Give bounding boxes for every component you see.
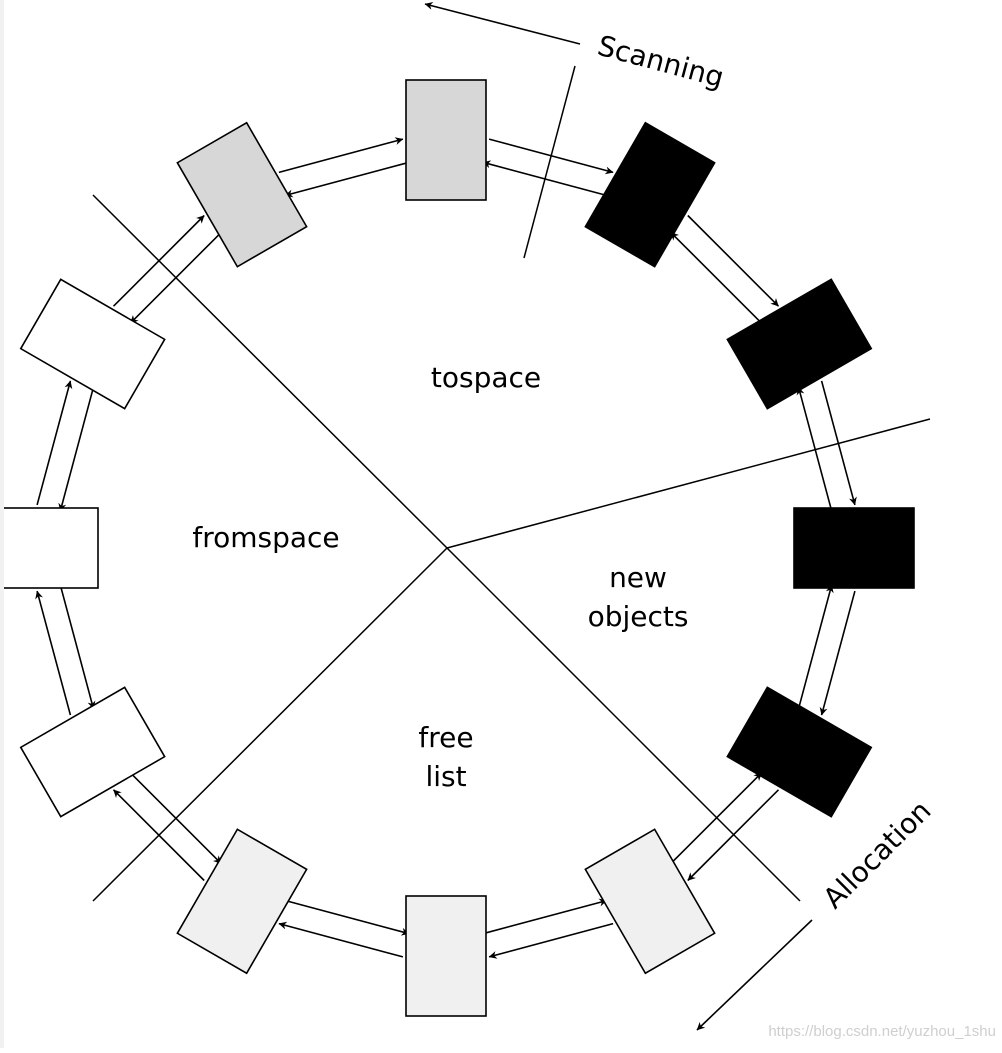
link-arrow-forward [35, 590, 72, 716]
tospace-label: tospace [431, 361, 541, 394]
block-free-1 [584, 828, 716, 975]
new-objects-label-line2: objects [588, 600, 689, 633]
block-new-2 [726, 278, 873, 410]
watermark-text: https://blog.csdn.net/yuzhou_1shu [768, 1023, 996, 1040]
block-free-3 [176, 828, 308, 975]
link-arrow-forward [488, 922, 614, 959]
link-arrow-backward [59, 584, 96, 710]
link-arrow-forward [820, 380, 857, 506]
free-list-label-line2: list [425, 760, 466, 793]
link-arrow-backward [797, 584, 834, 710]
link-arrow-backward [129, 772, 222, 865]
free-list-label-line1: free [418, 721, 473, 754]
block-new-3 [793, 507, 915, 589]
link-arrow-backward [482, 160, 608, 197]
link-arrow-backward [670, 231, 763, 324]
divider-tospace-fromspace [92, 194, 448, 549]
link-arrow-forward [112, 789, 205, 882]
link-arrow-forward [687, 789, 780, 882]
link-arrow-backward [796, 386, 833, 512]
link-arrow-backward [58, 386, 95, 512]
ring-blocks [0, 79, 915, 1017]
link-arrow-forward [819, 590, 856, 716]
link-arrow-backward [284, 899, 410, 936]
page-edge [0, 0, 4, 1048]
block-free-bottom [405, 895, 487, 1017]
link-arrow-forward [687, 214, 780, 307]
new-objects-label-line1: new [609, 561, 667, 594]
block-fromspace-left [0, 507, 99, 589]
pointer-arrows [424, 2, 813, 1031]
fromspace-label: fromspace [192, 521, 339, 554]
divider-freelist-newobjects [446, 547, 801, 902]
link-arrow-forward [488, 138, 614, 175]
block-fromspace-3 [19, 278, 166, 410]
allocation-direction-arrow [696, 919, 813, 1031]
scanning-direction-arrow [424, 2, 581, 45]
link-arrow-forward [36, 380, 73, 506]
link-arrow-forward [278, 921, 404, 958]
scanning-label: Scanning [594, 29, 727, 94]
divider-newobjects-tospace [446, 418, 931, 549]
block-fromspace-1 [19, 686, 166, 818]
block-tospace-upper-left [176, 121, 308, 268]
link-arrow-backward [284, 161, 410, 198]
region-dividers [92, 65, 931, 902]
block-new-1 [584, 121, 716, 268]
link-arrow-backward [670, 772, 763, 865]
link-arrow-backward [129, 231, 222, 324]
block-new-4 [726, 686, 873, 818]
link-arrow-forward [278, 137, 404, 174]
divider-fromspace-freelist [92, 547, 448, 902]
link-arrow-backward [482, 898, 608, 935]
block-tospace-top [405, 79, 487, 201]
link-arrow-forward [112, 214, 205, 307]
scan-pointer-line [523, 65, 576, 259]
ring-links [35, 137, 857, 959]
